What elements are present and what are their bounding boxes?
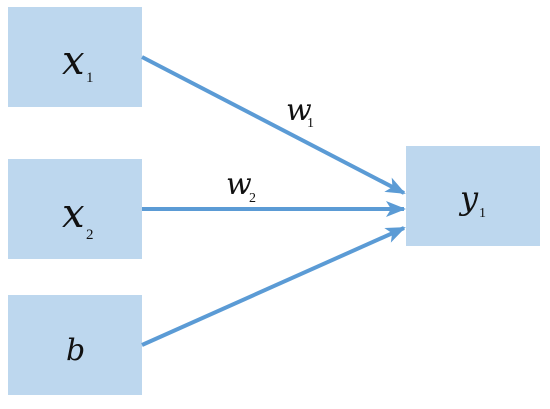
node-b-symbol: b xyxy=(66,333,85,368)
node-x2-subscript: 2 xyxy=(86,227,94,243)
weight-label-w1: w 1 xyxy=(286,93,314,131)
node-x1-box xyxy=(8,7,142,107)
weight-w1-subscript: 1 xyxy=(307,116,314,131)
edge-b-to-y1 xyxy=(141,226,406,347)
weight-w2-subscript: 2 xyxy=(249,191,256,206)
weight-label-w2: w 2 xyxy=(226,167,256,206)
weight-w1-symbol: w xyxy=(286,93,312,128)
node-x1-subscript: 1 xyxy=(86,70,94,86)
node-x1-symbol: x xyxy=(62,38,85,84)
node-x1: x 1 xyxy=(8,7,142,107)
node-y1: y 1 xyxy=(406,146,540,246)
node-b-box xyxy=(8,295,142,395)
node-y1-box xyxy=(406,146,540,246)
node-x2: x 2 xyxy=(8,159,142,259)
weight-w2-symbol: w xyxy=(226,167,252,202)
node-x2-box xyxy=(8,159,142,259)
node-x2-symbol: x xyxy=(62,191,85,237)
node-y1-subscript: 1 xyxy=(479,206,486,221)
edge-x1-to-y1 xyxy=(141,55,406,195)
node-b: b xyxy=(8,295,142,395)
node-y1-symbol: y xyxy=(458,179,479,217)
